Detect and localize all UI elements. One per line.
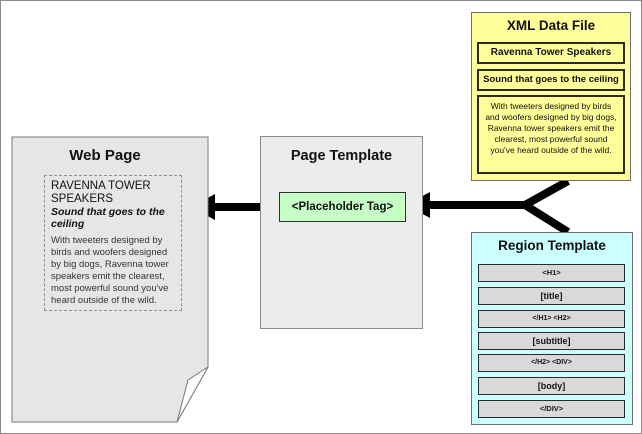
xml-data-file-title: XML Data File xyxy=(506,18,596,33)
xml-connector xyxy=(523,177,570,209)
xml-item-title: Ravenna Tower Speakers xyxy=(477,42,625,64)
region-item: </DIV> xyxy=(478,400,625,418)
region-item: [title] xyxy=(478,287,625,305)
web-page-content: RAVENNA TOWER SPEAKERS Sound that goes t… xyxy=(44,175,182,311)
region-template: Region Template <H1> [title] </H1> <H2> … xyxy=(471,232,633,425)
web-page: Web Page RAVENNA TOWER SPEAKERS Sound th… xyxy=(10,135,210,425)
xml-item-subtitle: Sound that goes to the ceiling xyxy=(477,69,625,91)
web-page-heading: RAVENNA TOWER SPEAKERS xyxy=(51,180,151,205)
web-page-title: Web Page xyxy=(69,147,141,164)
region-template-title: Region Template xyxy=(498,238,606,253)
placeholder-tag: <Placeholder Tag> xyxy=(279,192,406,222)
region-connector xyxy=(522,201,571,236)
region-item: [body] xyxy=(478,377,625,395)
web-page-subtitle: Sound that goes to the ceiling xyxy=(51,206,165,230)
web-page-body: With tweeters designed by birds and woof… xyxy=(51,235,169,306)
region-item: [subtitle] xyxy=(478,332,625,350)
xml-data-file: XML Data File Ravenna Tower Speakers Sou… xyxy=(471,12,631,181)
region-item: <H1> xyxy=(478,264,625,282)
page-template-title: Page Template xyxy=(290,148,393,164)
xml-item-body: With tweeters designed by birds and woof… xyxy=(477,95,625,174)
region-item: </H1> <H2> xyxy=(478,310,625,328)
page-template: Page Template <Placeholder Tag> xyxy=(260,136,423,329)
web-page-sheet-icon xyxy=(11,136,209,423)
region-item: </H2> <DIV> xyxy=(478,354,625,372)
